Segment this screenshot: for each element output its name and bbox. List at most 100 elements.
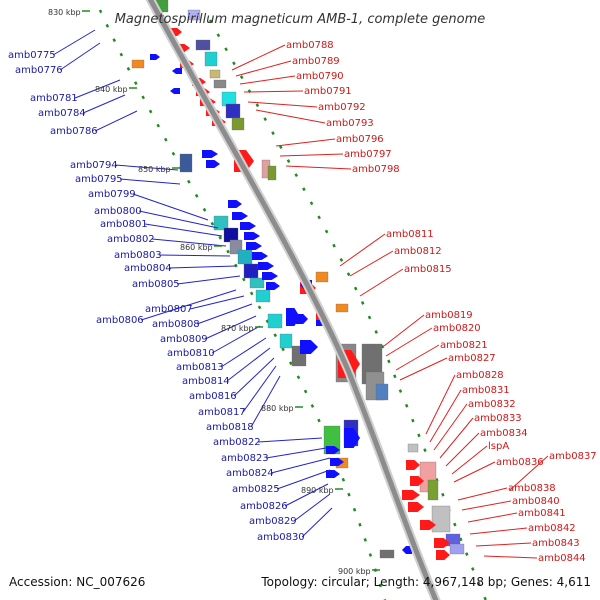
gene-label-amb0809[interactable]: amb0809 <box>160 334 208 345</box>
gene-label-amb0840[interactable]: amb0840 <box>512 496 560 507</box>
gene-label-amb0800[interactable]: amb0800 <box>94 206 142 217</box>
gene-label-amb0838[interactable]: amb0838 <box>508 483 556 494</box>
gene-label-amb0794[interactable]: amb0794 <box>70 160 118 171</box>
gene-label-amb0828[interactable]: amb0828 <box>456 370 504 381</box>
map-title: Magnetospirillum magneticum AMB-1, compl… <box>115 12 486 27</box>
backbone-shadow <box>145 0 441 600</box>
gene-label-amb0811[interactable]: amb0811 <box>386 229 434 240</box>
leader-line-left <box>204 315 257 340</box>
gene-block <box>225 103 241 119</box>
kbp-label: 850 kbp <box>138 165 171 174</box>
gene-label-amb0821[interactable]: amb0821 <box>440 340 488 351</box>
gene-arrow <box>266 282 280 290</box>
gene-label-amb0807[interactable]: amb0807 <box>145 304 193 315</box>
leader-line-left <box>284 483 329 507</box>
gene-arrow <box>228 200 242 208</box>
leader-line-right <box>429 389 462 443</box>
gene-label-amb0803[interactable]: amb0803 <box>114 250 162 261</box>
gene-label-amb0817[interactable]: amb0817 <box>198 407 246 418</box>
leader-line-right <box>451 445 488 475</box>
gene-label-amb0792[interactable]: amb0792 <box>318 102 366 113</box>
gene-label-amb0834[interactable]: amb0834 <box>480 428 528 439</box>
gene-label-amb0788[interactable]: amb0788 <box>286 40 334 51</box>
leader-line-left <box>276 469 331 490</box>
gene-label-amb0801[interactable]: amb0801 <box>100 219 148 230</box>
gene-block <box>179 153 193 173</box>
leader-line-right <box>275 138 336 147</box>
gene-label-amb0814[interactable]: amb0814 <box>182 376 230 387</box>
gene-label-amb0815[interactable]: amb0815 <box>404 264 452 275</box>
gene-label-amb0824[interactable]: amb0824 <box>226 468 274 479</box>
gene-label-amb0781[interactable]: amb0781 <box>30 93 78 104</box>
gene-label-amb0806[interactable]: amb0806 <box>96 315 144 326</box>
gene-label-amb0798[interactable]: amb0798 <box>352 164 400 175</box>
gene-label-amb0831[interactable]: amb0831 <box>462 385 510 396</box>
gene-label-amb0833[interactable]: amb0833 <box>474 413 522 424</box>
gene-label-amb0819[interactable]: amb0819 <box>425 310 473 321</box>
leader-line-left <box>120 178 181 185</box>
leader-line-left <box>140 289 237 321</box>
gene-arrow <box>410 476 424 486</box>
gene-label-amb0818[interactable]: amb0818 <box>206 422 254 433</box>
gene-label-amb0816[interactable]: amb0816 <box>189 391 237 402</box>
gene-arrow <box>232 212 248 220</box>
gene-label-amb0808[interactable]: amb0808 <box>152 319 200 330</box>
leader-line-left <box>258 437 323 443</box>
kbp-label: 830 kbp <box>48 8 81 17</box>
gene-label-amb0797[interactable]: amb0797 <box>344 149 392 160</box>
leader-line-right <box>339 233 386 267</box>
leader-line-left <box>145 223 223 237</box>
gene-block <box>315 271 329 283</box>
gene-label-amb0843[interactable]: amb0843 <box>532 538 580 549</box>
gene-label-amb0836[interactable]: amb0836 <box>496 457 544 468</box>
gene-label-amb0793[interactable]: amb0793 <box>326 118 374 129</box>
gene-label-amb0841[interactable]: amb0841 <box>518 508 566 519</box>
gene-label-amb0832[interactable]: amb0832 <box>468 399 516 410</box>
gene-label-lspA[interactable]: lspA <box>488 441 509 452</box>
gene-label-amb0830[interactable]: amb0830 <box>257 532 305 543</box>
gene-label-amb0813[interactable]: amb0813 <box>176 362 224 373</box>
gene-arrow <box>262 272 278 280</box>
gene-label-amb0837[interactable]: amb0837 <box>549 451 597 462</box>
gene-label-amb0776[interactable]: amb0776 <box>15 65 63 76</box>
tick-marks <box>98 9 488 600</box>
gene-label-amb0826[interactable]: amb0826 <box>240 501 288 512</box>
gene-label-amb0789[interactable]: amb0789 <box>292 56 340 67</box>
gene-label-amb0820[interactable]: amb0820 <box>433 323 481 334</box>
gene-label-amb0784[interactable]: amb0784 <box>38 108 86 119</box>
gene-label-amb0786[interactable]: amb0786 <box>50 126 98 137</box>
gene-label-amb0842[interactable]: amb0842 <box>528 523 576 534</box>
gene-label-amb0825[interactable]: amb0825 <box>232 484 280 495</box>
gene-label-amb0812[interactable]: amb0812 <box>394 246 442 257</box>
leader-line-right <box>509 455 549 491</box>
gene-label-amb0796[interactable]: amb0796 <box>336 134 384 145</box>
gene-label-amb0795[interactable]: amb0795 <box>75 174 123 185</box>
leader-line-left <box>211 325 261 354</box>
gene-label-amb0805[interactable]: amb0805 <box>132 279 180 290</box>
gene-label-amb0829[interactable]: amb0829 <box>249 516 297 527</box>
gene-label-amb0790[interactable]: amb0790 <box>296 71 344 82</box>
gene-label-amb0802[interactable]: amb0802 <box>107 234 155 245</box>
gene-label-amb0791[interactable]: amb0791 <box>304 86 352 97</box>
leader-line-left <box>115 164 179 171</box>
gene-features <box>131 0 465 560</box>
gene-label-amb0775[interactable]: amb0775 <box>8 50 56 61</box>
leader-line-right <box>383 314 425 347</box>
gene-label-amb0822[interactable]: amb0822 <box>213 437 261 448</box>
leader-line-right <box>469 527 528 535</box>
leader-line-left <box>74 79 121 99</box>
gene-label-amb0823[interactable]: amb0823 <box>221 453 269 464</box>
gene-label-amb0799[interactable]: amb0799 <box>88 189 136 200</box>
gene-arrow <box>344 428 360 448</box>
gene-block <box>431 505 451 533</box>
gene-label-amb0810[interactable]: amb0810 <box>167 348 215 359</box>
gene-label-amb0827[interactable]: amb0827 <box>448 353 496 364</box>
gene-arrow <box>326 446 340 454</box>
gene-arrow <box>296 314 308 324</box>
gene-arrow <box>420 520 436 530</box>
gene-block <box>407 443 419 453</box>
gene-label-amb0804[interactable]: amb0804 <box>124 263 172 274</box>
gene-label-amb0844[interactable]: amb0844 <box>538 553 586 564</box>
kbp-label: 890 kbp <box>301 486 334 495</box>
